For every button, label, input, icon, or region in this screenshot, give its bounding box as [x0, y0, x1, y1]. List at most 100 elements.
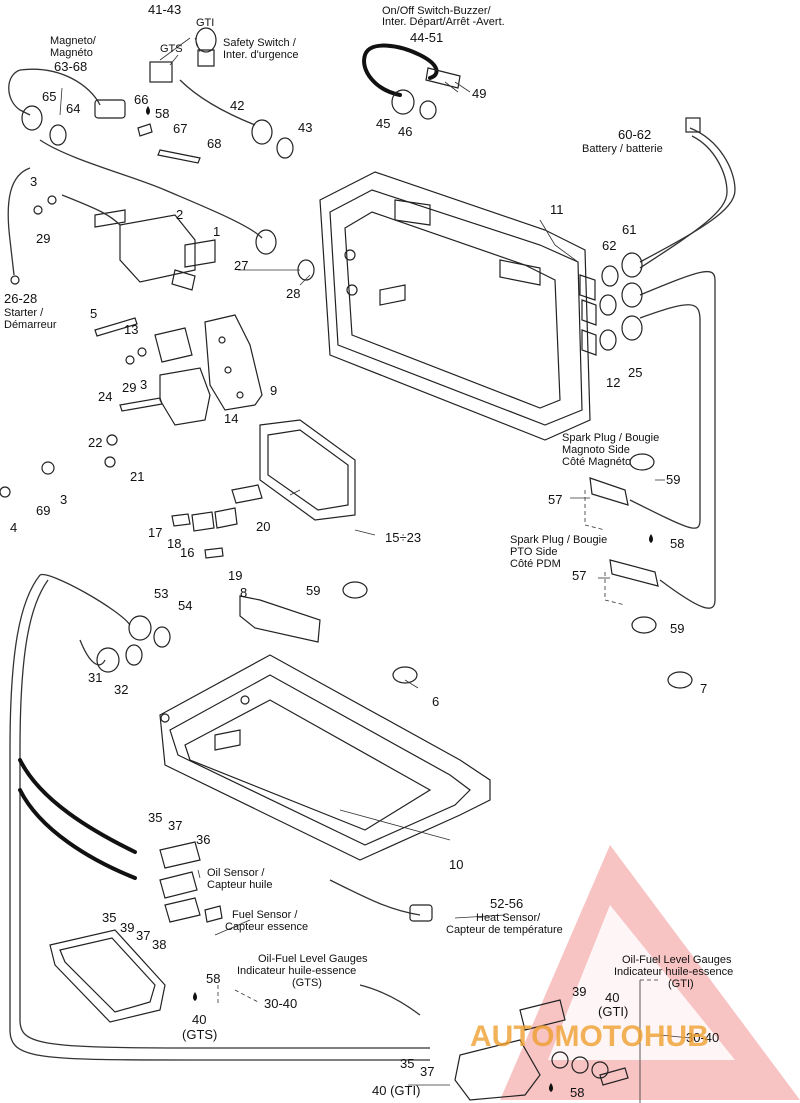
label-gauges-gti-2: Indicateur huile-essence	[614, 966, 733, 978]
electronic-module	[171, 419, 356, 643]
callout-n35c: 35	[400, 1056, 414, 1071]
callout-n14: 14	[224, 411, 238, 426]
label-magneto-3: 63-68	[54, 59, 87, 74]
label-battery-2: Battery / batterie	[582, 143, 663, 155]
callout-n39b: 39	[572, 984, 586, 999]
callout-n3b: 3	[140, 377, 147, 392]
label-heat-sensor-3: Capteur de température	[446, 924, 563, 936]
callout-n59c: 59	[670, 621, 684, 636]
callout-n21: 21	[130, 469, 144, 484]
callout-n53: 53	[154, 586, 168, 601]
label-group: 41-43 GTI GTS Safety Switch / Inter. d'u…	[4, 2, 733, 1098]
callout-n10: 10	[449, 857, 463, 872]
watermark-logo	[500, 845, 800, 1100]
main-harness	[9, 574, 433, 1061]
callout-n19: 19	[228, 568, 242, 583]
label-oil-sensor-2: Capteur huile	[207, 879, 272, 891]
callout-n69: 69	[36, 503, 50, 518]
onoff-switch-buzzer	[362, 43, 461, 120]
leader-lines	[59, 37, 691, 1086]
callout-n58d: 58	[570, 1085, 584, 1100]
callout-n22: 22	[88, 435, 102, 450]
callout-n2: 2	[176, 207, 183, 222]
callout-n5: 5	[90, 306, 97, 321]
label-onoff-3: 44-51	[410, 30, 443, 45]
callout-n29a: 29	[36, 231, 50, 246]
label-gauges-gts-1: Oil-Fuel Level Gauges	[258, 953, 368, 965]
callout-n61: 61	[622, 222, 636, 237]
label-gauges-gti-3: (GTI)	[668, 978, 694, 990]
callout-n6: 6	[432, 694, 439, 709]
label-magneto-2: Magnéto	[50, 47, 93, 59]
callout-n3a: 3	[30, 174, 37, 189]
label-oil-sensor-1: Oil Sensor /	[207, 867, 265, 879]
callout-n13: 13	[124, 322, 138, 337]
callout-n65: 65	[42, 89, 56, 104]
label-40-gti-2: (GTI)	[598, 1004, 628, 1019]
label-40-gts-2: (GTS)	[182, 1027, 217, 1042]
callout-n24: 24	[98, 389, 112, 404]
sensor-connectors	[49, 841, 641, 1103]
label-onoff-1: On/Off Switch-Buzzer/	[382, 5, 492, 17]
label-40-gti-1: 40	[605, 990, 619, 1005]
label-fuel-sensor-1: Fuel Sensor /	[232, 909, 298, 921]
callout-n18: 18	[167, 536, 181, 551]
label-fuel-sensor-2: Capteur essence	[225, 921, 308, 933]
callout-n54: 54	[178, 598, 192, 613]
callout-n4: 4	[10, 520, 17, 535]
label-40-gts-1: 40	[192, 1012, 206, 1027]
label-gauges-gts-2: Indicateur huile-essence	[237, 965, 356, 977]
callout-n46: 46	[398, 124, 412, 139]
callout-n39a: 39	[120, 920, 134, 935]
callout-n66: 66	[134, 92, 148, 107]
label-30-40-right: 30-40	[686, 1030, 719, 1045]
callout-n17: 17	[148, 525, 162, 540]
callout-n57b: 57	[572, 568, 586, 583]
callout-n25: 25	[628, 365, 642, 380]
label-gauges-gts-3: (GTS)	[292, 977, 322, 989]
label-heat-sensor-1: 52-56	[490, 896, 523, 911]
callout-n35a: 35	[148, 810, 162, 825]
callout-n20: 20	[256, 519, 270, 534]
label-gauges-gti-1: Oil-Fuel Level Gauges	[622, 954, 732, 966]
callout-n11: 11	[550, 202, 564, 217]
label-spark-mag-2: Magnoto Side	[562, 444, 630, 456]
label-starter-1: 26-28	[4, 291, 37, 306]
callout-n32: 32	[114, 682, 128, 697]
magneto-harness	[7, 68, 315, 285]
label-heat-sensor-2: Heat Sensor/	[476, 912, 541, 924]
callout-n16: 16	[180, 545, 194, 560]
callout-n58b: 58	[670, 536, 684, 551]
safety-switch	[137, 27, 294, 164]
label-gti-top: GTI	[196, 17, 214, 29]
callout-n8: 8	[240, 585, 247, 600]
callout-n36: 36	[196, 832, 210, 847]
callout-n35b: 35	[102, 910, 116, 925]
label-spark-pto-2: PTO Side	[510, 546, 558, 558]
callout-n27: 27	[234, 258, 248, 273]
callout-n43: 43	[298, 120, 312, 135]
starter-solenoid	[61, 194, 216, 291]
callout-n58a: 58	[155, 106, 169, 121]
callout-n59b: 59	[306, 583, 320, 598]
callout-n12: 12	[606, 375, 620, 390]
label-onoff-2: Inter. Départ/Arrêt -Avert.	[382, 16, 505, 28]
callout-n42: 42	[230, 98, 244, 113]
callout-n31: 31	[88, 670, 102, 685]
callout-n37a: 37	[168, 818, 182, 833]
callout-n68: 68	[207, 136, 221, 151]
label-gauges-gts-4: 30-40	[264, 996, 297, 1011]
watermark-text: AUTOMOTOHUB	[470, 1020, 709, 1053]
electrical-box-lower	[159, 654, 491, 861]
callout-n45: 45	[376, 116, 390, 131]
label-gts-top: GTS	[160, 43, 183, 55]
callout-n64: 64	[66, 101, 80, 116]
callout-n3c: 3	[60, 492, 67, 507]
callout-n49: 49	[472, 86, 486, 101]
callout-n37b: 37	[136, 928, 150, 943]
callout-n28: 28	[286, 286, 300, 301]
label-spark-pto-1: Spark Plug / Bougie	[510, 534, 607, 546]
callout-n57a: 57	[548, 492, 562, 507]
callout-n37c: 37	[420, 1064, 434, 1079]
